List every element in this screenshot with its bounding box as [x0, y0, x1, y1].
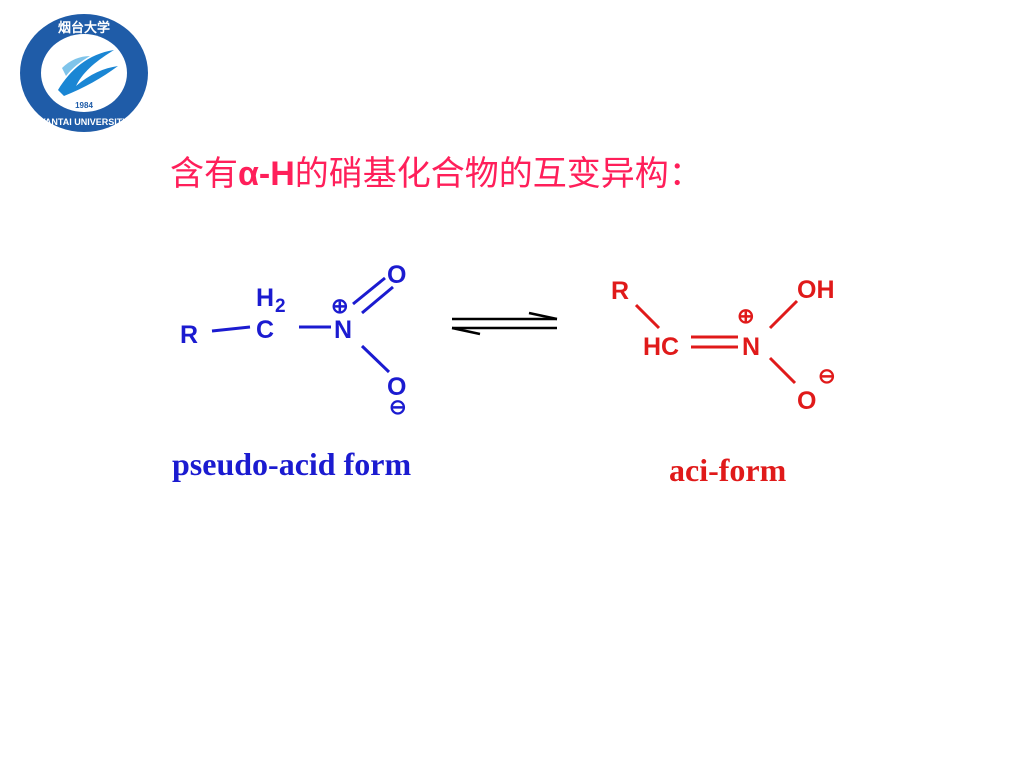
- logo-text-top: 烟台大学: [58, 20, 110, 35]
- right-bond-R-HC: [634, 303, 661, 330]
- right-OH: OH: [797, 276, 835, 304]
- slide-title: 含有α-H的硝基化合物的互变异构：: [170, 146, 703, 195]
- left-bond-R-C: [211, 325, 251, 333]
- logo-wing-icon: [62, 56, 90, 76]
- right-O: O: [797, 387, 816, 415]
- logo-text-bottom: YANTAI UNIVERSITY: [40, 117, 129, 127]
- left-minus-charge: ⊖: [389, 396, 407, 419]
- left-H-subscript: 2: [275, 296, 286, 317]
- left-O-bottom: O: [387, 373, 406, 401]
- left-O-top: O: [387, 261, 406, 289]
- left-R: R: [180, 321, 198, 349]
- title-alpha-h: α-H: [238, 155, 295, 193]
- left-C: C: [256, 316, 274, 344]
- caption-aci-form: aci-form: [669, 452, 787, 488]
- left-H: H: [256, 284, 274, 312]
- logo-bird-icon: [58, 50, 118, 96]
- right-plus-charge: ⊕: [737, 305, 755, 328]
- right-minus-charge: ⊖: [818, 365, 836, 388]
- left-double-bond-1: [352, 276, 386, 306]
- university-logo: 1984 烟台大学 YANTAI UNIVERSITY: [20, 14, 148, 132]
- title-suffix: 的硝基化合物的互变异构：: [294, 154, 703, 194]
- left-structure: R C H 2 N ⊕ O O ⊖: [180, 261, 407, 419]
- title-prefix: 含有: [170, 154, 238, 194]
- left-double-bond-2: [361, 285, 394, 315]
- right-bond-N-O: [768, 356, 797, 385]
- equilibrium-arrows-icon: [451, 311, 558, 336]
- right-structure: R HC N ⊕ OH O ⊖: [611, 276, 836, 415]
- right-N: N: [742, 333, 760, 361]
- left-single-bond-N-O: [360, 344, 391, 374]
- right-R: R: [611, 277, 629, 305]
- left-plus-charge: ⊕: [331, 295, 349, 318]
- left-N: N: [334, 316, 352, 344]
- right-bond-N-OH: [768, 299, 799, 330]
- caption-pseudo-acid-form: pseudo-acid form: [172, 446, 412, 482]
- logo-year: 1984: [75, 101, 93, 110]
- right-HC: HC: [643, 333, 679, 361]
